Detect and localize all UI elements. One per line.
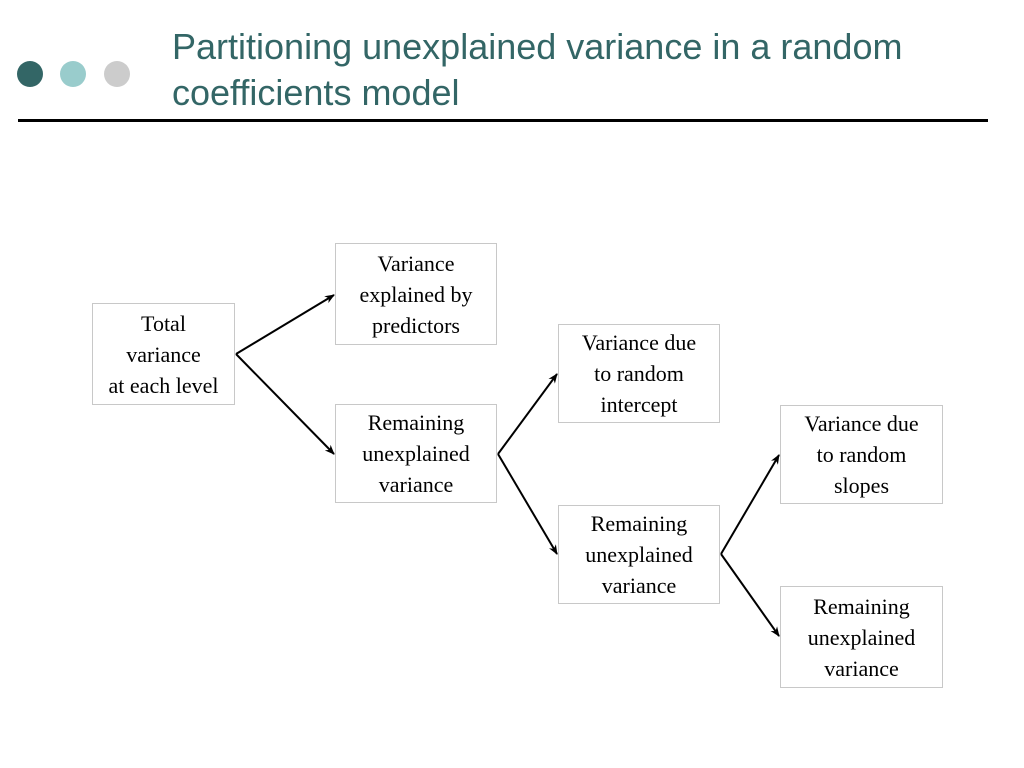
arrow-total-to-remaining-1 xyxy=(235,353,335,455)
node-variance-due-to-random-intercept: Variance due to random intercept xyxy=(558,324,720,423)
node-variance-due-to-random-slopes: Variance due to random slopes xyxy=(780,405,943,504)
arrow-total-to-predictors xyxy=(235,294,335,355)
arrow-remaining-2-to-slopes xyxy=(720,454,780,555)
decor-dot-grey xyxy=(104,61,130,87)
decor-dot-dark xyxy=(17,61,43,87)
slide-title: Partitioning unexplained variance in a r… xyxy=(172,26,903,113)
node-remaining-unexplained-variance-2: Remaining unexplained variance xyxy=(558,505,720,604)
node-variance-explained-by-predictors: Variance explained by predictors xyxy=(335,243,497,345)
arrow-remaining-2-to-remaining-3 xyxy=(720,553,780,637)
node-total-variance: Total variance at each level xyxy=(92,303,235,405)
title-underline xyxy=(18,119,988,122)
node-remaining-unexplained-variance-1: Remaining unexplained variance xyxy=(335,404,497,503)
arrow-remaining-1-to-remaining-2 xyxy=(497,453,558,555)
arrow-remaining-1-to-intercept xyxy=(497,373,558,455)
decor-dot-teal xyxy=(60,61,86,87)
node-remaining-unexplained-variance-3: Remaining unexplained variance xyxy=(780,586,943,688)
